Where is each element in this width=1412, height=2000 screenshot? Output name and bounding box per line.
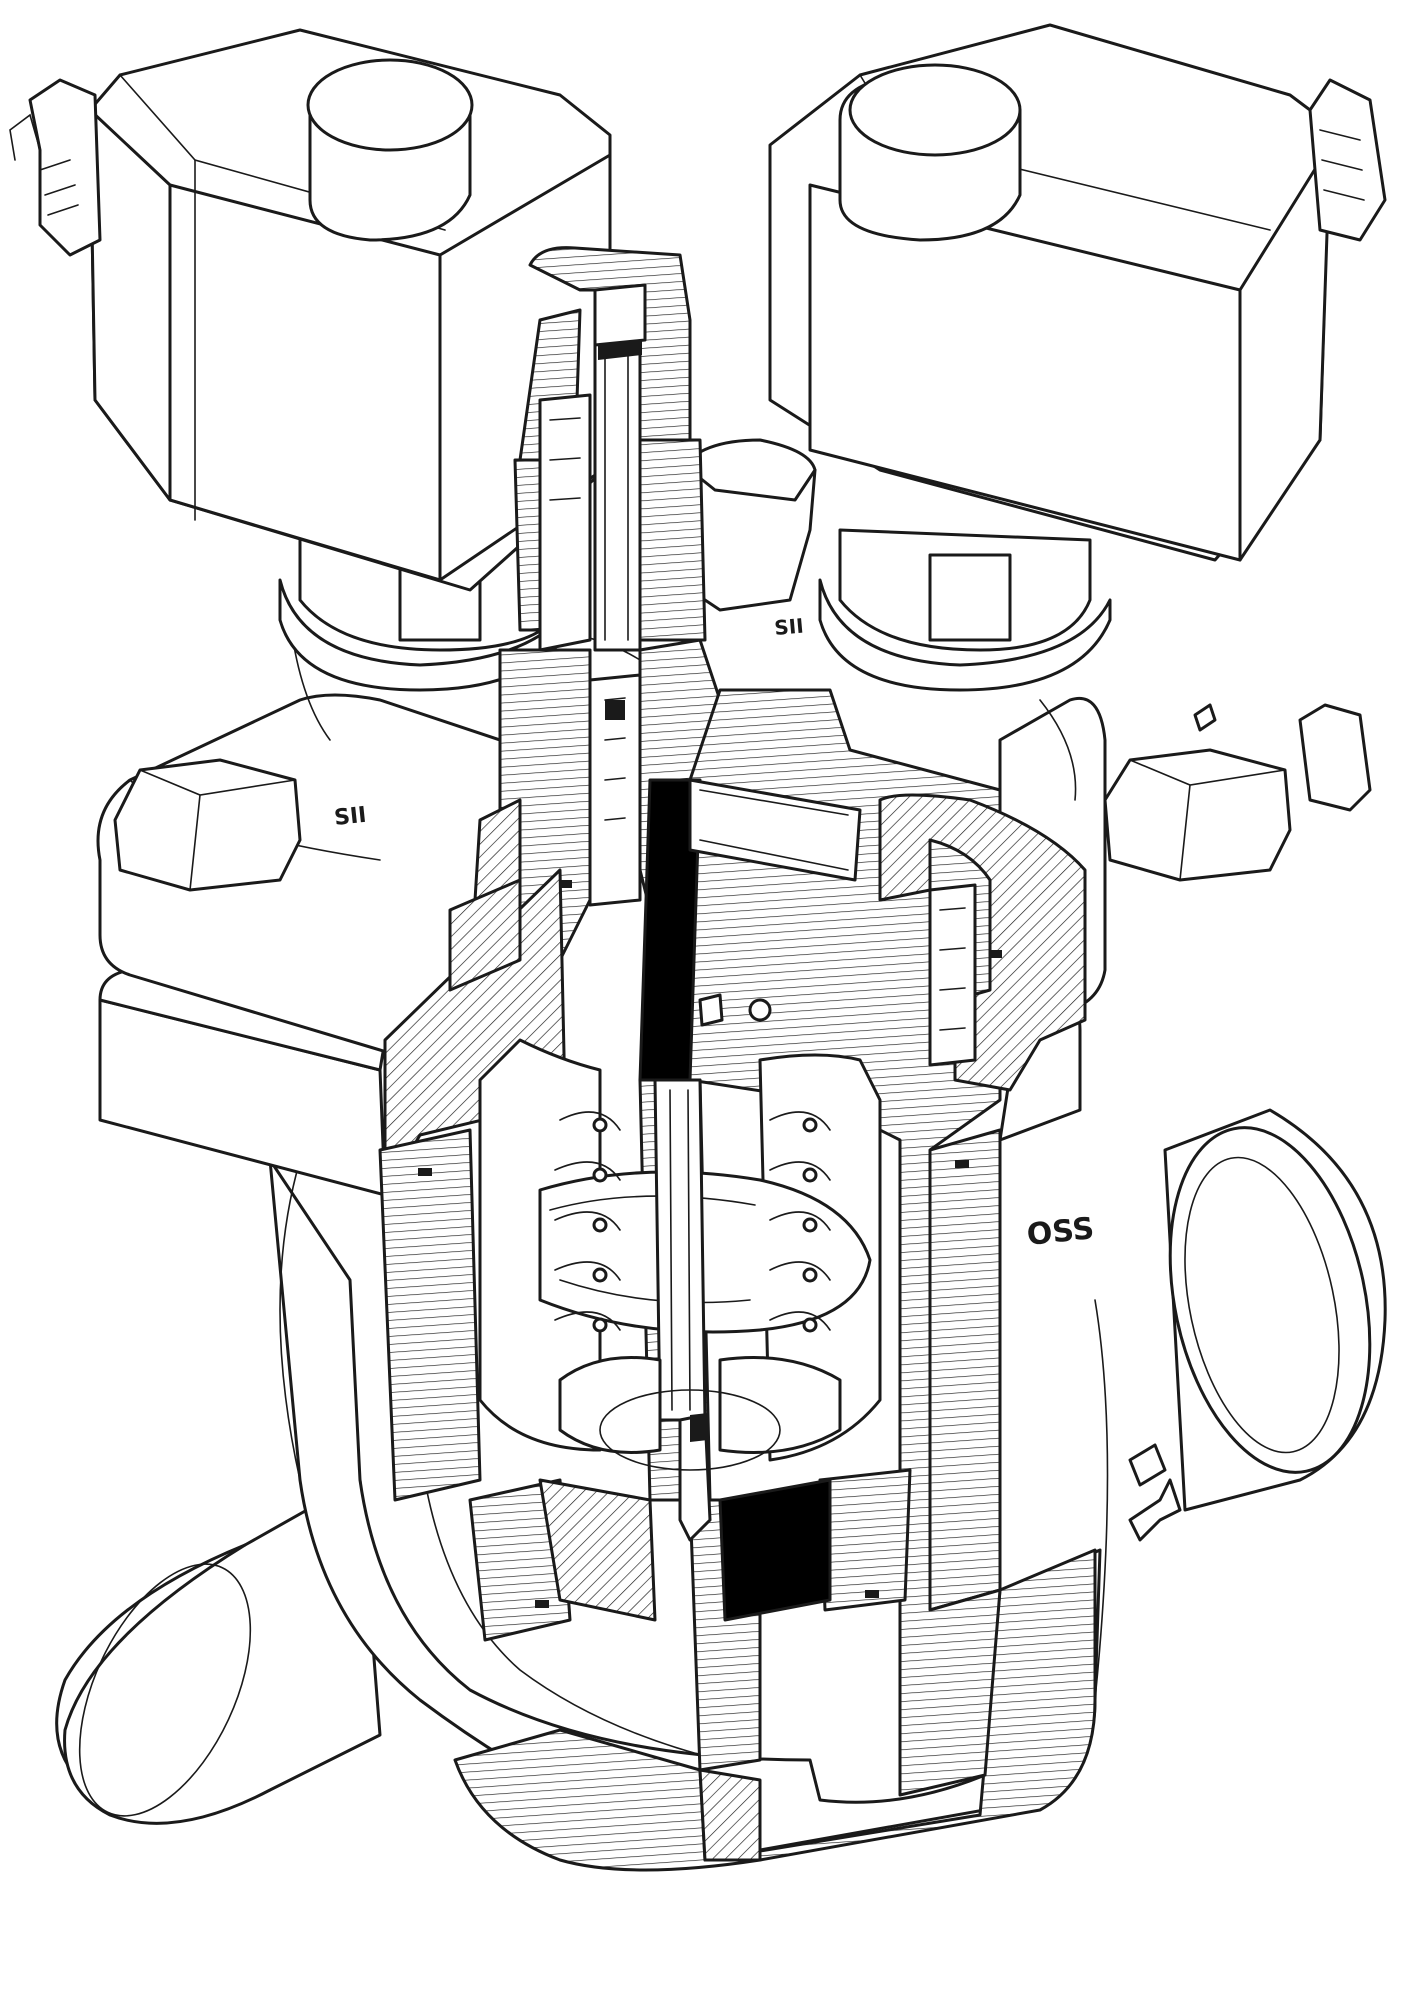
body-marking: OSS <box>1025 1211 1096 1253</box>
spring-chamber <box>478 1038 882 1462</box>
solenoid-coil-right <box>768 23 1387 692</box>
pilot-tube-section <box>513 246 707 652</box>
seal-rings <box>418 880 1002 1608</box>
plug-marking-left: SII <box>333 803 368 831</box>
piston-disc <box>538 1356 842 1622</box>
hex-plug-right <box>1103 703 1372 882</box>
flow-arrow-icon <box>1128 1443 1182 1542</box>
hex-plug-left: SII <box>113 758 368 892</box>
brand-marking: OSS <box>1025 1211 1096 1253</box>
plug-marking-center: SII <box>773 614 804 640</box>
valve-stem <box>653 1078 712 1542</box>
hex-plug-center: SII <box>678 438 817 640</box>
outlet-pipe-right <box>1163 1108 1387 1512</box>
body-cut-right-cap <box>878 793 1087 1092</box>
inlet-pipe-left <box>55 1478 382 1825</box>
detail-screws <box>698 703 1217 1027</box>
body-cut-bottom <box>453 1128 1097 1872</box>
armature-plate <box>688 778 862 882</box>
